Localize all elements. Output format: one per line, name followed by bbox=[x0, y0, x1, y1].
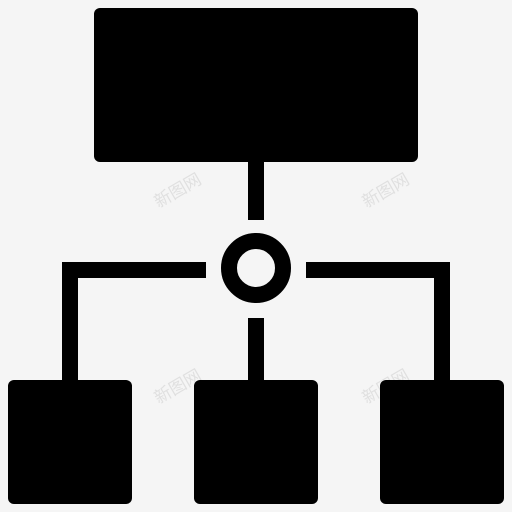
left-drop-line bbox=[62, 262, 78, 382]
child-node-box-right bbox=[380, 380, 504, 504]
left-branch-line bbox=[62, 262, 206, 278]
hub-node-circle bbox=[221, 233, 291, 303]
watermark-text: 新图网 bbox=[359, 170, 413, 213]
center-drop-line bbox=[248, 318, 264, 382]
child-node-box-center bbox=[194, 380, 318, 504]
parent-node-box bbox=[94, 8, 418, 162]
right-drop-line bbox=[434, 262, 450, 382]
child-node-box-left bbox=[8, 380, 132, 504]
right-branch-line bbox=[306, 262, 450, 278]
parent-connector-line bbox=[248, 160, 264, 220]
watermark-text: 新图网 bbox=[151, 170, 205, 213]
